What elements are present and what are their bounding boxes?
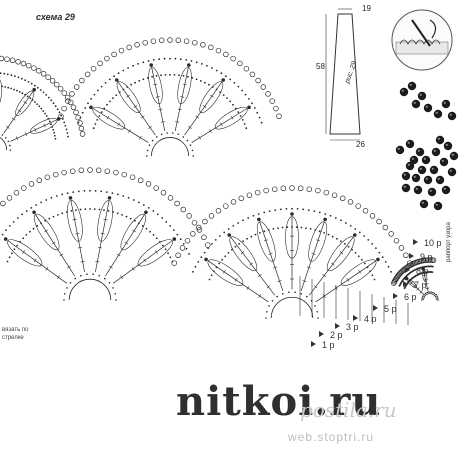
left-note: вязать по стрелке xyxy=(2,327,29,341)
row-label: 6 р xyxy=(404,292,417,302)
row-label: 1 р xyxy=(322,340,335,350)
bead-cluster xyxy=(395,81,459,211)
row-label: 8 р xyxy=(416,266,429,276)
pattern-piece xyxy=(329,13,361,135)
row-label: 7 р xyxy=(414,280,427,290)
row-label: 3 р xyxy=(346,322,359,332)
row-label: 5 р xyxy=(384,304,397,314)
row-label: 10 р xyxy=(424,238,442,248)
row-arrows xyxy=(311,239,418,347)
row-label: 4 р xyxy=(364,314,377,324)
site-brand: nitkoi.ru xyxy=(176,378,382,425)
scheme-label: схема 29 xyxy=(36,12,75,22)
watermark-sub: web.stoptri.ru xyxy=(288,430,375,444)
stitch-detail xyxy=(391,9,453,71)
dimension-side: 58 xyxy=(316,62,325,71)
dimension-bottom: 26 xyxy=(356,140,365,149)
row-label: 9 р xyxy=(420,252,433,262)
watermark-main: postila.ru xyxy=(300,398,397,422)
repeat-label: раппорт узора xyxy=(446,222,452,262)
row-label: 2 р xyxy=(330,330,343,340)
fan-motifs xyxy=(0,37,439,325)
dimension-top: 19 xyxy=(362,4,371,13)
